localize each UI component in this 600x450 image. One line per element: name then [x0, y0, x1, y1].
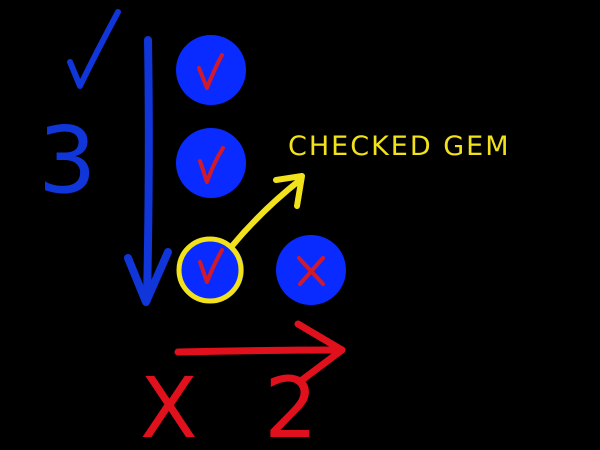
callout-arrow	[229, 173, 305, 249]
horizontal-count-label: X 2	[140, 359, 338, 450]
cross-icon	[297, 256, 325, 286]
gem-highlighted	[176, 236, 244, 304]
gem	[176, 128, 246, 198]
check-mark-icon	[198, 248, 224, 284]
gem	[176, 35, 246, 105]
check-mark-icon	[197, 53, 224, 90]
horizontal-arrow	[174, 320, 346, 384]
check-mark-icon	[198, 146, 225, 184]
check-mark-icon	[67, 9, 121, 89]
vertical-count-label: 3	[38, 107, 97, 214]
callout-label: CHECKED GEM	[288, 131, 510, 162]
highlight-ring	[176, 236, 244, 304]
vertical-arrow	[124, 36, 172, 306]
gem-grid	[176, 35, 346, 305]
gem	[276, 235, 346, 305]
